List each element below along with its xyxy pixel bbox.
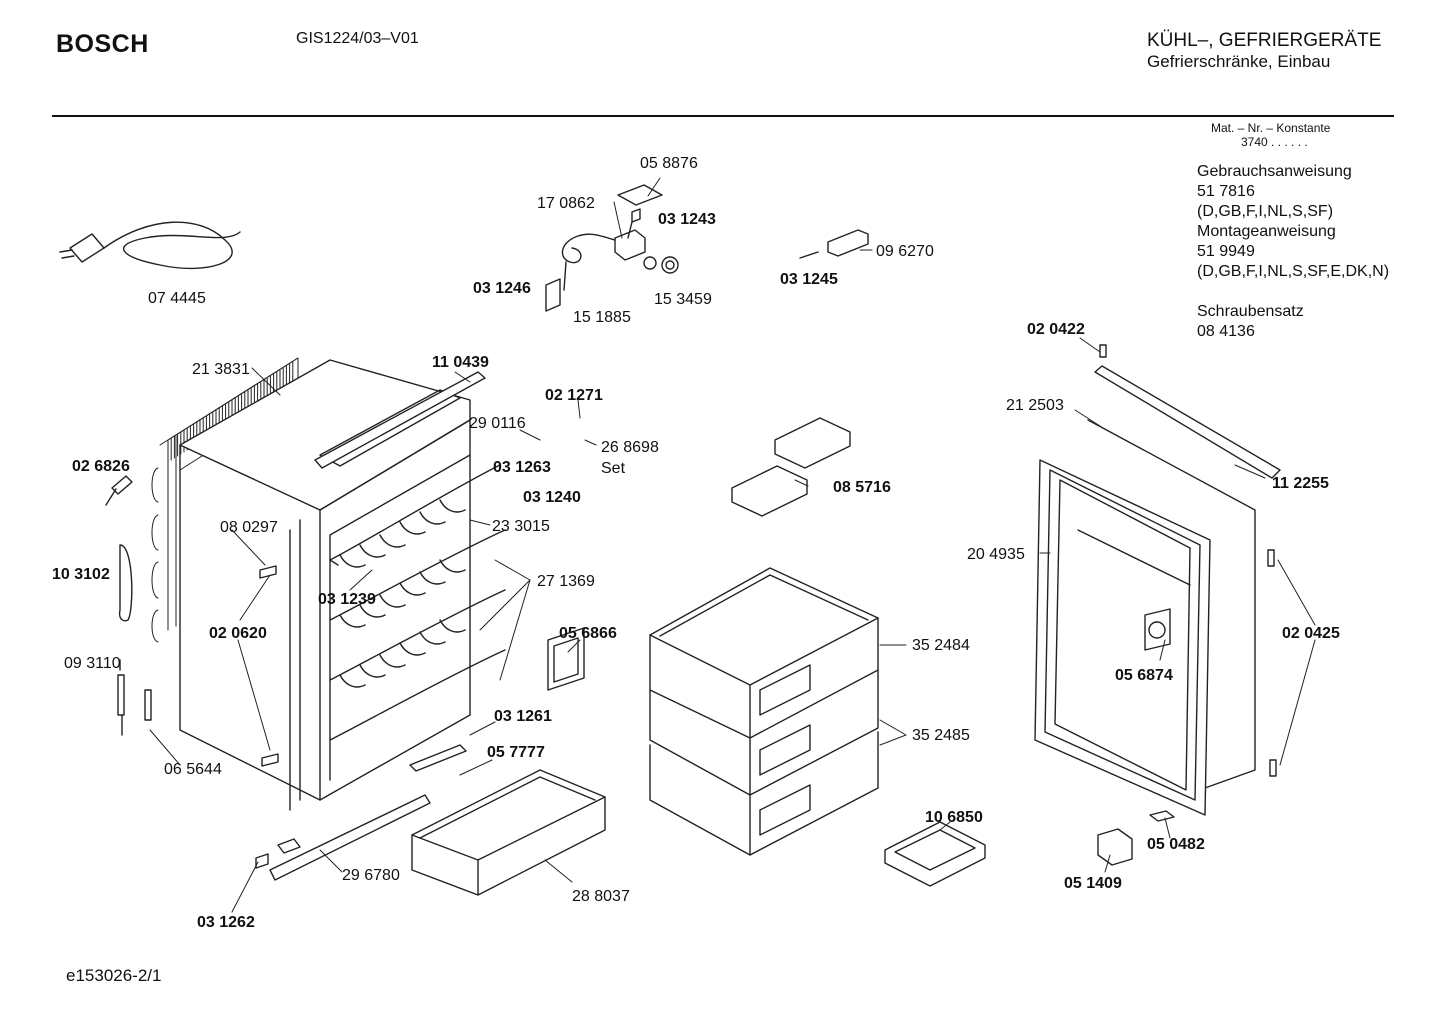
part-label: 03 1261 <box>494 708 552 725</box>
part-label: 05 6874 <box>1115 667 1173 684</box>
info-line: Montageanweisung <box>1197 223 1336 240</box>
part-label: 05 1409 <box>1064 875 1122 892</box>
part-label: 23 3015 <box>492 518 550 535</box>
cold-packs-drawing <box>731 417 851 517</box>
bracket-096270-drawing <box>799 229 869 259</box>
drawing-code: e153026-2/1 <box>66 966 162 985</box>
part-label: 02 0620 <box>209 625 267 642</box>
part-label: 05 0482 <box>1147 836 1205 853</box>
document-info: Gebrauchsanweisung 51 7816 (D,GB,F,I,NL,… <box>1197 162 1389 342</box>
part-label: 20 4935 <box>967 546 1025 563</box>
part-label: Set <box>601 460 626 477</box>
part-label: 02 0422 <box>1027 321 1085 338</box>
part-label: 21 2503 <box>1006 397 1064 414</box>
part-label: 03 1246 <box>473 280 531 297</box>
part-label: 03 1240 <box>523 489 581 506</box>
part-label: 05 8876 <box>640 155 698 172</box>
rail-296780-drawing <box>255 744 467 881</box>
mat-nr-label: Mat. – Nr. – Konstante <box>1211 121 1331 135</box>
part-label: 02 6826 <box>72 458 130 475</box>
part-label: 05 6866 <box>559 625 617 642</box>
info-line: Schraubensatz <box>1197 303 1304 320</box>
part-label: 03 1245 <box>780 271 838 288</box>
info-line: Gebrauchsanweisung <box>1197 163 1352 180</box>
info-line: 08 4136 <box>1197 323 1255 340</box>
info-line: (D,GB,F,I,NL,S,SF,E,DK,N) <box>1197 263 1390 280</box>
part-label: 27 1369 <box>537 573 595 590</box>
cabinet-drawing <box>179 359 506 811</box>
part-label: 09 6270 <box>876 243 934 260</box>
bin-288037-drawing <box>411 769 606 896</box>
part-label: 28 8037 <box>572 888 630 905</box>
part-label: 21 3831 <box>192 361 250 378</box>
part-label: 06 5644 <box>164 761 222 778</box>
part-label: 08 5716 <box>833 479 891 496</box>
part-label: 29 6780 <box>342 867 400 884</box>
header-divider <box>52 115 1394 117</box>
part-label: 09 3110 <box>64 655 121 672</box>
model-number: GIS1224/03–V01 <box>296 30 419 47</box>
part-label: 02 1271 <box>545 387 603 404</box>
part-label: 35 2484 <box>912 637 970 654</box>
drawers-drawing <box>649 567 879 856</box>
door-drawing <box>1034 344 1281 866</box>
part-label: 15 3459 <box>654 291 712 308</box>
part-label: 03 1263 <box>493 459 551 476</box>
part-label: 35 2485 <box>912 727 970 744</box>
ice-tray-drawing <box>884 821 986 887</box>
leader-lines <box>149 177 1316 913</box>
part-label: 08 0297 <box>220 519 278 536</box>
brand-logo: BOSCH <box>56 30 149 58</box>
part-label: 29 0116 <box>469 415 526 432</box>
category-subtitle: Gefrierschränke, Einbau <box>1147 52 1331 71</box>
info-line: 51 9949 <box>1197 243 1255 260</box>
part-label: 10 3102 <box>52 566 110 583</box>
mat-nr-value: 3740 . . . . . . <box>1241 135 1308 149</box>
part-label: 03 1262 <box>197 914 255 931</box>
part-label: 17 0862 <box>537 195 595 212</box>
rail-110439-drawing <box>314 371 486 469</box>
part-label: 05 7777 <box>487 744 545 761</box>
part-label: 15 1885 <box>573 309 631 326</box>
part-label: 10 6850 <box>925 809 983 826</box>
part-label: 03 1243 <box>658 211 716 228</box>
info-line: 51 7816 <box>1197 183 1255 200</box>
part-labels: 05 8876 17 0862 03 1243 09 6270 03 1245 … <box>52 155 1340 931</box>
part-label: 07 4445 <box>148 290 206 307</box>
part-label: 03 1239 <box>318 591 376 608</box>
part-label: 26 8698 <box>601 439 659 456</box>
side-parts-drawing <box>105 475 585 767</box>
part-label: 11 0439 <box>432 354 489 371</box>
power-cord-drawing <box>59 221 241 270</box>
category-title: KÜHL–, GEFRIERGERÄTE <box>1147 30 1382 51</box>
part-label: 11 2255 <box>1272 475 1329 492</box>
info-line: (D,GB,F,I,NL,S,SF) <box>1197 203 1334 220</box>
thermostat-drawing <box>545 184 679 312</box>
part-label: 02 0425 <box>1282 625 1340 642</box>
